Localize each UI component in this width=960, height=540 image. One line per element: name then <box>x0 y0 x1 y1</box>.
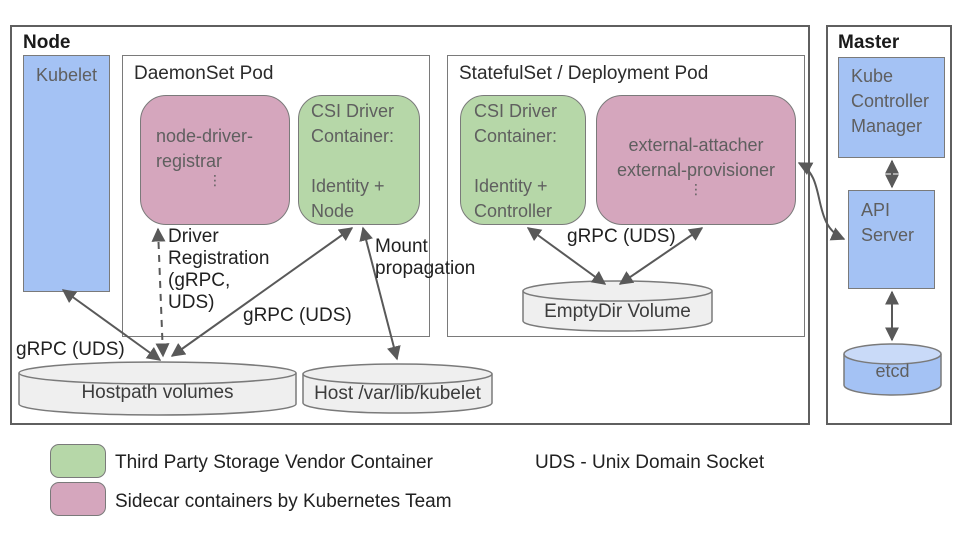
kubelet-box <box>23 55 110 292</box>
sidecars-ellipsis: ⋮ <box>689 181 703 197</box>
api-server-label: API Server <box>861 200 915 245</box>
master-title: Master <box>838 32 900 53</box>
kube-controller-manager-box <box>838 57 945 158</box>
grpc-uds-left-label: gRPC (UDS) <box>16 339 125 360</box>
external-sidecars-label: external-attacher external-provisioner <box>616 135 776 180</box>
daemonset-pod-title: DaemonSet Pod <box>134 63 274 84</box>
emptydir-volume-cylinder <box>522 280 713 332</box>
hostpath-volumes-cylinder <box>18 361 297 416</box>
mount-propagation-label: Mount propagation <box>375 236 476 279</box>
csi-driver-controller-label: CSI Driver Container: Identity + Control… <box>474 101 558 221</box>
csi-driver-node-label: CSI Driver Container: Identity + Node <box>311 101 395 221</box>
uds-note-label: UDS - Unix Domain Socket <box>535 452 765 473</box>
grpc-uds-mid-label: gRPC (UDS) <box>243 305 352 326</box>
driver-registration-label: Driver Registration (gRPC, UDS) <box>168 226 270 313</box>
hostpath-volumes-label: Hostpath volumes <box>81 382 234 403</box>
statefulset-pod-title: StatefulSet / Deployment Pod <box>459 63 709 84</box>
legend-pink-swatch <box>50 482 106 516</box>
grpc-uds-statefulset-label: gRPC (UDS) <box>567 226 676 247</box>
node-driver-registrar-label: node-driver-registrar <box>156 126 254 171</box>
etcd-cylinder <box>843 343 942 397</box>
external-sidecars-box <box>596 95 796 225</box>
api-server-box <box>848 190 935 289</box>
legend-green-label: Third Party Storage Vendor Container <box>115 452 433 473</box>
kubelet-label: Kubelet <box>36 65 98 85</box>
csi-driver-node-box <box>298 95 420 225</box>
registrar-ellipsis: ⋮ <box>208 172 222 188</box>
emptydir-volume-label: EmptyDir Volume <box>544 301 691 322</box>
csi-driver-controller-box <box>460 95 586 225</box>
legend-pink-label: Sidecar containers by Kubernetes Team <box>115 491 452 512</box>
host-varlib-kubelet-label: Host /var/lib/kubelet <box>314 383 481 404</box>
node-title: Node <box>23 32 71 53</box>
host-varlib-kubelet-cylinder <box>302 363 493 414</box>
etcd-label: etcd <box>875 361 910 381</box>
kube-controller-manager-label: Kube Controller Manager <box>851 66 930 136</box>
legend-green-swatch <box>50 444 106 478</box>
node-driver-registrar-box <box>140 95 290 225</box>
